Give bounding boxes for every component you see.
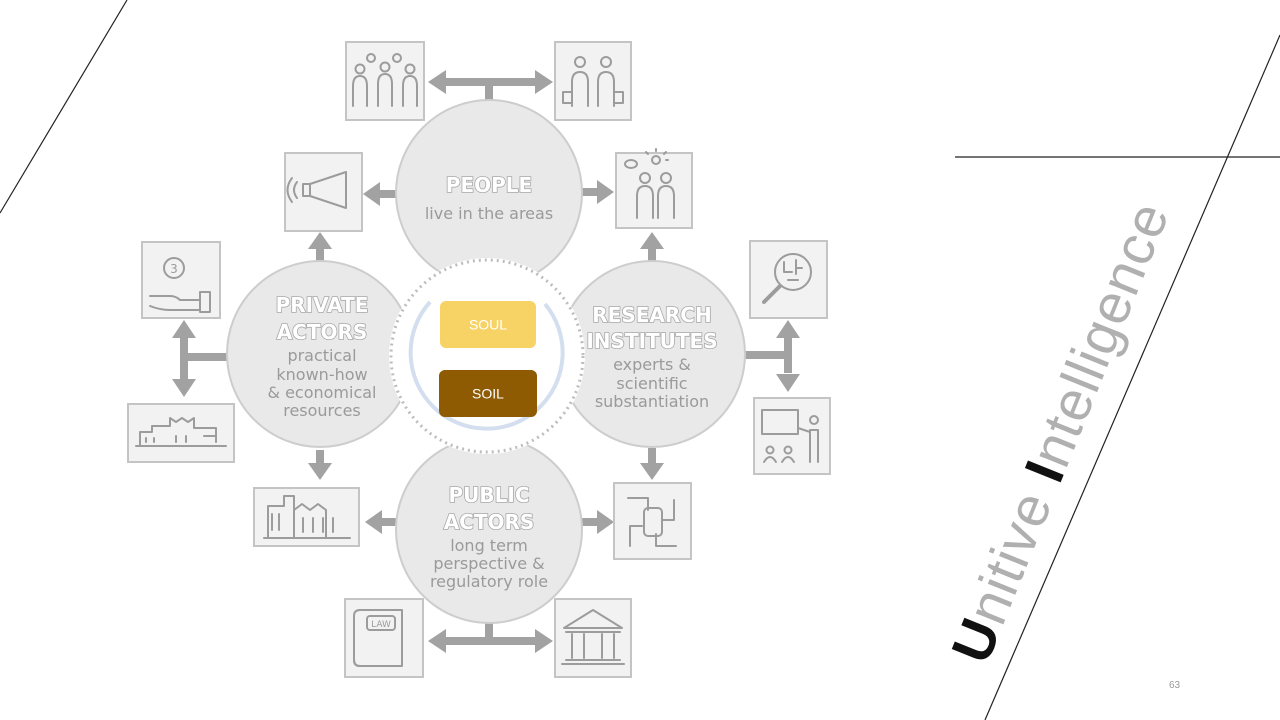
coin-hand-icon: 3	[141, 241, 221, 319]
research-line-3: substantiation	[595, 392, 709, 411]
center-hub: SOUL SOIL	[389, 258, 585, 454]
ideas-people-icon	[615, 148, 693, 229]
private-line-1: practical	[287, 346, 356, 365]
classroom-teacher-icon	[753, 397, 831, 475]
research-line-2: scientific	[616, 374, 687, 393]
law-label: LAW	[371, 620, 391, 630]
research-line-1: experts &	[613, 355, 691, 374]
cycle-arrow-arc	[408, 300, 565, 431]
soil-label: SOIL	[472, 386, 504, 402]
city-buildings-icon	[253, 487, 360, 547]
research-institutes-circle	[558, 260, 746, 448]
public-node-text: PUBLIC ACTORS long term perspective & re…	[430, 482, 548, 591]
private-title-1: PRIVATE	[276, 293, 369, 317]
public-line-1: long term	[450, 536, 528, 555]
government-building-icon	[554, 598, 632, 678]
private-line-3: & economical	[268, 383, 377, 402]
private-node-text: PRIVATE ACTORS practical known-how & eco…	[268, 292, 377, 420]
law-book-icon: LAW	[344, 598, 424, 678]
circuit-magnifier-icon	[749, 240, 828, 319]
people-node-text: PEOPLE live in the areas	[425, 172, 553, 223]
page-number: 63	[1169, 680, 1181, 691]
coin-value: 3	[170, 262, 178, 276]
research-node-text: RESEARCH INSTITUTES experts & scientific…	[586, 302, 719, 411]
people-title: PEOPLE	[446, 173, 532, 197]
public-title-1: PUBLIC	[448, 483, 529, 507]
public-title-2: ACTORS	[444, 510, 535, 534]
research-title-1: RESEARCH	[592, 303, 711, 327]
soul-label: SOUL	[469, 317, 507, 333]
shoppers-icon	[554, 41, 632, 121]
node-circles	[226, 99, 746, 624]
crowd-icon	[345, 41, 425, 121]
private-line-2: known-how	[276, 365, 367, 384]
soul-pill	[440, 301, 536, 348]
private-line-4: resources	[283, 401, 361, 420]
public-line-3: regulatory role	[430, 572, 548, 591]
people-subtitle: live in the areas	[425, 204, 553, 223]
megaphone-icon	[284, 152, 363, 232]
diagram: SOUL SOIL PEOPLE live in the areas PRIVA…	[127, 41, 831, 678]
research-title-2: INSTITUTES	[586, 329, 717, 353]
arrows	[172, 70, 800, 653]
private-title-2: ACTORS	[277, 320, 368, 344]
joined-hands-icon	[613, 482, 692, 560]
public-line-2: perspective &	[433, 554, 544, 573]
factory-line-icon	[127, 403, 235, 463]
soil-pill	[439, 370, 537, 417]
